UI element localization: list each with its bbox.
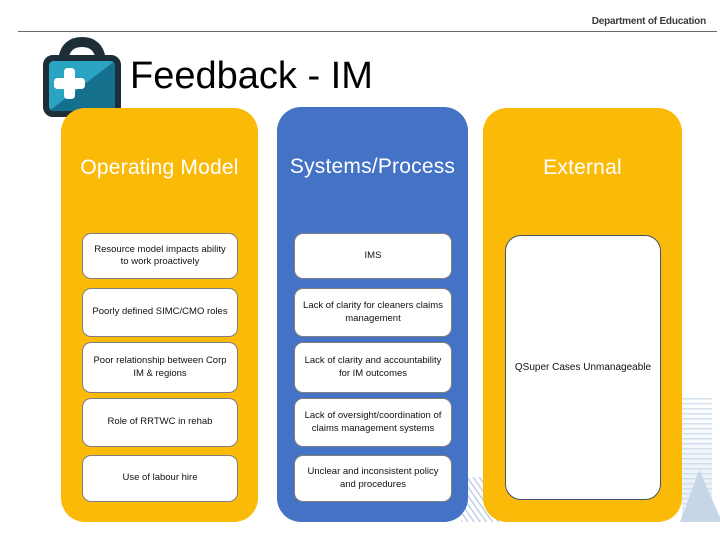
column-systems-process-label: Systems/Process: [289, 155, 456, 178]
department-logo-text: Department of Education: [591, 16, 706, 27]
feedback-card: QSuper Cases Unmanageable: [505, 235, 661, 500]
feedback-card: Unclear and inconsistent policy and proc…: [294, 455, 452, 502]
feedback-card: Use of labour hire: [82, 455, 238, 502]
feedback-card: Role of RRTWC in rehab: [82, 398, 238, 447]
header-divider: [18, 31, 717, 32]
feedback-card: IMS: [294, 233, 452, 279]
feedback-card: Poor relationship between Corp IM & regi…: [82, 342, 238, 393]
feedback-card: Resource model impacts ability to work p…: [82, 233, 238, 279]
column-operating-model-label: Operating Model: [80, 156, 239, 179]
feedback-card: Poorly defined SIMC/CMO roles: [82, 288, 238, 337]
feedback-card: Lack of oversight/coordination of claims…: [294, 398, 452, 447]
feedback-card: Lack of clarity and accountability for I…: [294, 342, 452, 393]
column-external-label: External: [543, 156, 622, 179]
first-aid-kit-icon: [43, 36, 121, 117]
page-title: Feedback - IM: [130, 55, 373, 97]
feedback-card: Lack of clarity for cleaners claims mana…: [294, 288, 452, 337]
